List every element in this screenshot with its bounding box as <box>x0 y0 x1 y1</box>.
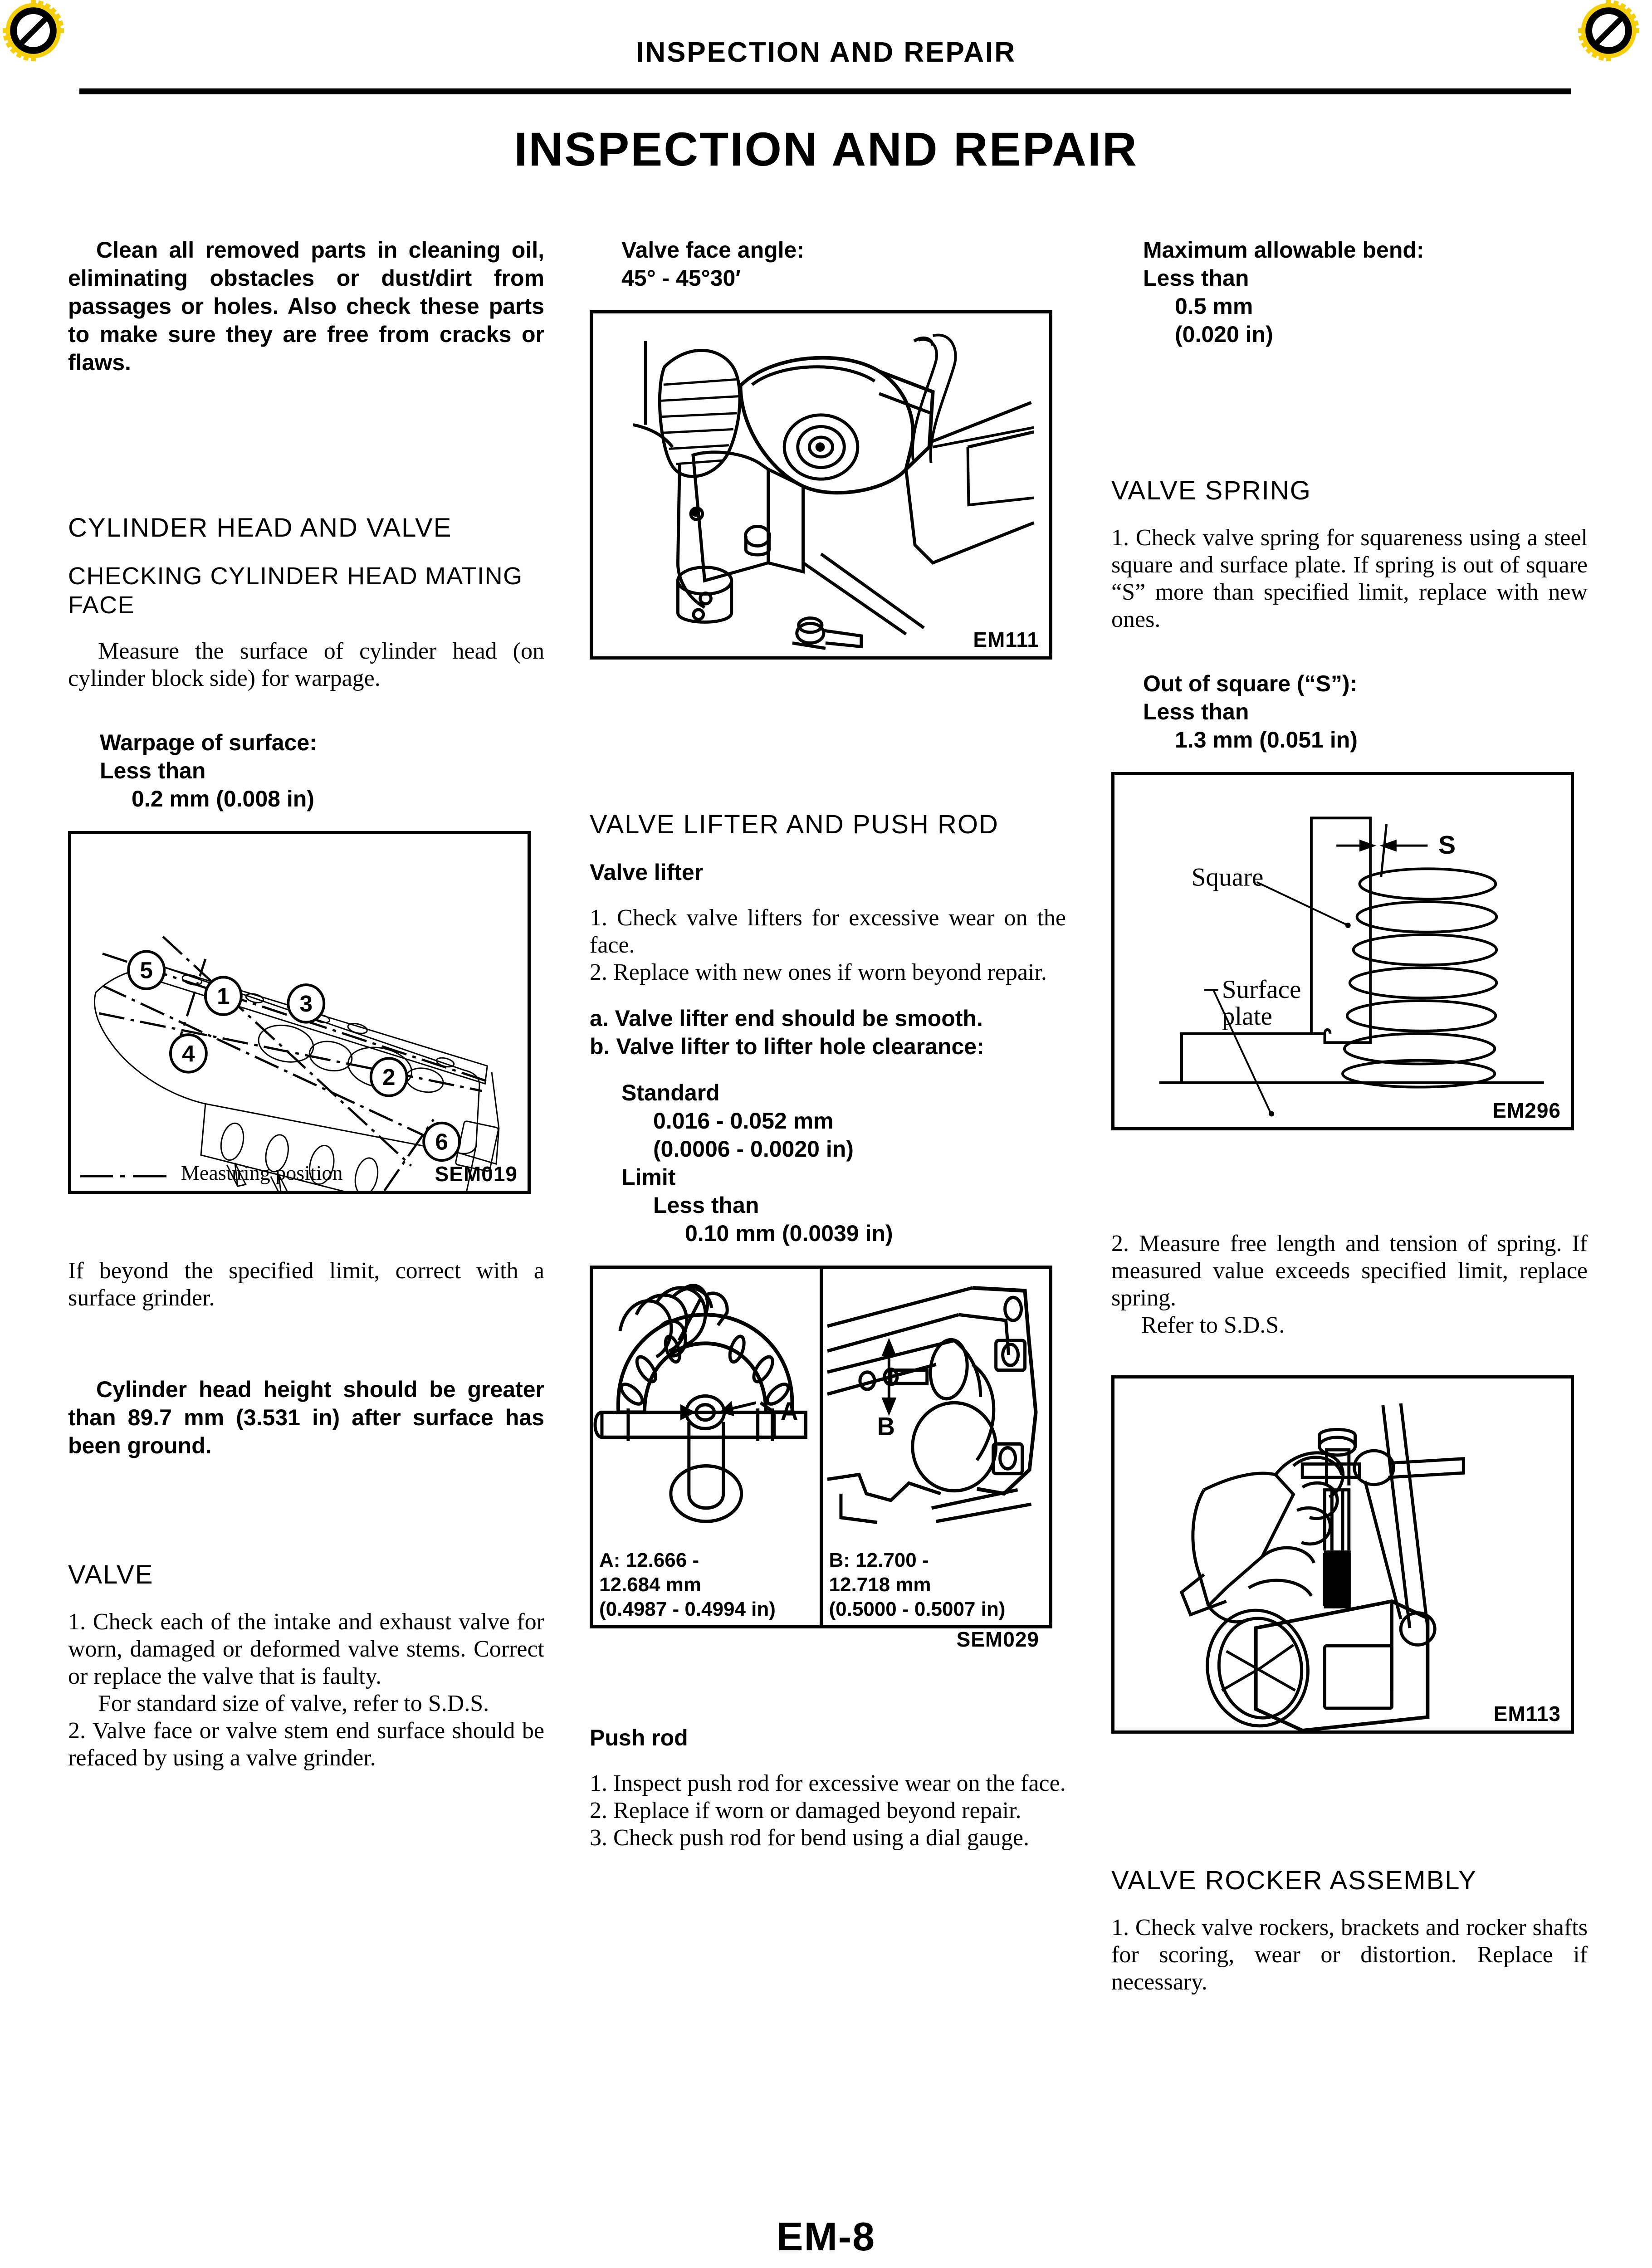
subsection-checking-cylinder-head-mating-face: CHECKING CYLINDER HEAD MATING FACE <box>68 562 523 619</box>
figure-sem029-left: A A: 12.666 - 12.684 mm (0.4987 - 0.4994… <box>593 1269 823 1625</box>
right-column: Maximum allowable bend: Less than 0.5 mm… <box>1111 236 1588 1996</box>
figure-em296-label-s: S <box>1438 831 1456 860</box>
bend-spec-qualifier: Less than <box>1143 265 1249 291</box>
out-of-square-qualifier: Less than <box>1143 699 1249 724</box>
caption-b-line1: B: 12.700 - <box>829 1549 929 1571</box>
spring-sds-note: Refer to S.D.S. <box>1141 1312 1285 1338</box>
pushrod-step-3: 3. Check push rod for bend using a dial … <box>590 1825 1030 1851</box>
lifter-clearance-spec: Standard 0.016 - 0.052 mm (0.0006 - 0.00… <box>590 1079 1066 1247</box>
figure-sem019-legend: Measuring position <box>71 1155 528 1190</box>
lifter-note-b: b. Valve lifter to lifter hole clearance… <box>590 1034 984 1059</box>
lifter-step-1: 1. Check valve lifters for excessive wea… <box>590 905 1066 958</box>
spring-step-2: 2. Measure free length and tension of sp… <box>1111 1231 1588 1311</box>
clearance-limit-value: 0.10 mm (0.0039 in) <box>685 1221 893 1246</box>
caption-a-line1: A: 12.666 - <box>599 1549 699 1571</box>
figure-sem029: A A: 12.666 - 12.684 mm (0.4987 - 0.4994… <box>590 1266 1052 1651</box>
section-valve-spring: VALVE SPRING <box>1111 476 1311 505</box>
page-number: EM-8 <box>776 2214 876 2259</box>
figure-sem029-right: B B: 12.700 - 12.718 mm (0.5000 - 0.5007… <box>823 1269 1050 1625</box>
header-rule <box>79 88 1571 94</box>
caption-a-line3: (0.4987 - 0.4994 in) <box>599 1598 776 1620</box>
figure-em296-label-square: Square <box>1192 863 1264 892</box>
lifter-note-a: a. Valve lifter end should be smooth. <box>590 1006 983 1031</box>
lifter-step-2: 2. Replace with new ones if worn beyond … <box>590 959 1047 985</box>
valve-step-2: 2. Valve face or valve stem end surface … <box>68 1718 544 1771</box>
clearance-limit-label: Limit <box>621 1164 676 1190</box>
svg-text:5: 5 <box>140 957 153 983</box>
clearance-standard-label: Standard <box>621 1080 720 1105</box>
figure-em113: EM113 <box>1111 1375 1574 1734</box>
warpage-spec-value: 0.2 mm (0.008 in) <box>132 786 314 811</box>
svg-text:3: 3 <box>300 991 313 1017</box>
figure-em296: S Square Surface plate EM296 <box>1111 772 1574 1130</box>
measure-paragraph: Measure the surface of cylinder head (on… <box>68 638 544 691</box>
figure-sem029-caption-b: B: 12.700 - 12.718 mm (0.5000 - 0.5007 i… <box>823 1546 1050 1625</box>
figure-em296-label-surface: Surface <box>1222 975 1301 1004</box>
bend-spec-value-mm: 0.5 mm <box>1175 293 1253 319</box>
pushrod-step-1: 1. Inspect push rod for excessive wear o… <box>590 1770 1066 1796</box>
figure-sem029-caption-a: A: 12.666 - 12.684 mm (0.4987 - 0.4994 i… <box>593 1546 820 1625</box>
figure-sem029-marker-a: A <box>781 1397 798 1426</box>
out-of-square-value: 1.3 mm (0.051 in) <box>1175 727 1358 753</box>
caption-b-line3: (0.5000 - 0.5007 in) <box>829 1598 1006 1620</box>
clearance-standard-in: (0.0006 - 0.0020 in) <box>653 1136 854 1162</box>
bend-spec-label: Maximum allowable bend: <box>1143 237 1424 263</box>
middle-column: Valve face angle: 45° - 45°30′ <box>590 236 1066 1852</box>
valve-face-angle-value: 45° - 45°30′ <box>621 265 741 291</box>
clearance-limit-qualifier: Less than <box>653 1193 759 1218</box>
section-valve: VALVE <box>68 1560 154 1589</box>
valve-sds-note: For standard size of valve, refer to S.D… <box>98 1691 489 1716</box>
max-allowable-bend-spec: Maximum allowable bend: Less than 0.5 mm… <box>1111 236 1588 348</box>
svg-text:4: 4 <box>182 1041 195 1066</box>
bend-spec-value-in: (0.020 in) <box>1175 322 1273 347</box>
intro-paragraph: Clean all removed parts in cleaning oil,… <box>68 237 544 375</box>
figure-em113-code: EM113 <box>1493 1702 1561 1725</box>
svg-text:2: 2 <box>382 1064 396 1090</box>
svg-text:6: 6 <box>435 1129 448 1155</box>
out-of-square-spec: Out of square (“S”): Less than 1.3 mm (0… <box>1111 670 1588 754</box>
no-entry-gear-icon <box>3 0 64 61</box>
figure-sem019: 5 1 3 4 2 <box>68 831 531 1194</box>
page-title: INSPECTION AND REPAIR <box>514 123 1138 176</box>
section-valve-rocker-assembly: VALVE ROCKER ASSEMBLY <box>1111 1866 1477 1895</box>
figure-sem019-code: SEM019 <box>435 1162 518 1186</box>
subsection-push-rod: Push rod <box>590 1725 688 1750</box>
caption-a-line2: 12.684 mm <box>599 1574 702 1596</box>
out-of-square-label: Out of square (“S”): <box>1143 671 1358 696</box>
figure-sem019-legend-label: Measuring position <box>181 1161 343 1184</box>
head-height-note: Cylinder head height should be greater t… <box>68 1377 544 1458</box>
figure-em296-code: EM296 <box>1492 1099 1561 1122</box>
left-column: Clean all removed parts in cleaning oil,… <box>68 236 544 1772</box>
warpage-spec-qualifier: Less than <box>100 758 206 783</box>
figure-em111-code: EM111 <box>973 628 1039 651</box>
subsection-valve-lifter: Valve lifter <box>590 860 704 885</box>
measuring-position-line-icon <box>80 1161 171 1185</box>
warpage-spec-label: Warpage of surface: <box>100 730 317 755</box>
caption-b-line2: 12.718 mm <box>829 1574 931 1596</box>
running-head: INSPECTION AND REPAIR <box>635 37 1017 68</box>
warpage-spec: Warpage of surface: Less than 0.2 mm (0.… <box>68 728 544 813</box>
pushrod-step-2: 2. Replace if worn or damaged beyond rep… <box>590 1798 1022 1823</box>
figure-sem029-marker-b: B <box>877 1412 894 1441</box>
grinder-paragraph: If beyond the specified limit, correct w… <box>68 1258 544 1311</box>
figure-sem029-code: SEM029 <box>956 1628 1039 1651</box>
section-valve-lifter-and-push-rod: VALVE LIFTER AND PUSH ROD <box>590 810 999 839</box>
no-entry-gear-icon <box>1578 0 1639 61</box>
figure-em111: EM111 <box>590 310 1052 660</box>
section-cylinder-head-and-valve: CYLINDER HEAD AND VALVE <box>68 513 452 543</box>
spring-step-1: 1. Check valve spring for squareness usi… <box>1111 525 1588 632</box>
valve-step-1: 1. Check each of the intake and exhaust … <box>68 1609 544 1689</box>
svg-text:1: 1 <box>217 983 230 1009</box>
valve-face-angle-spec: Valve face angle: 45° - 45°30′ <box>590 236 1066 292</box>
clearance-standard-mm: 0.016 - 0.052 mm <box>653 1108 834 1134</box>
rocker-step-1: 1. Check valve rockers, brackets and roc… <box>1111 1915 1588 1995</box>
figure-em296-label-plate: plate <box>1222 1002 1272 1031</box>
valve-face-angle-label: Valve face angle: <box>621 237 805 263</box>
